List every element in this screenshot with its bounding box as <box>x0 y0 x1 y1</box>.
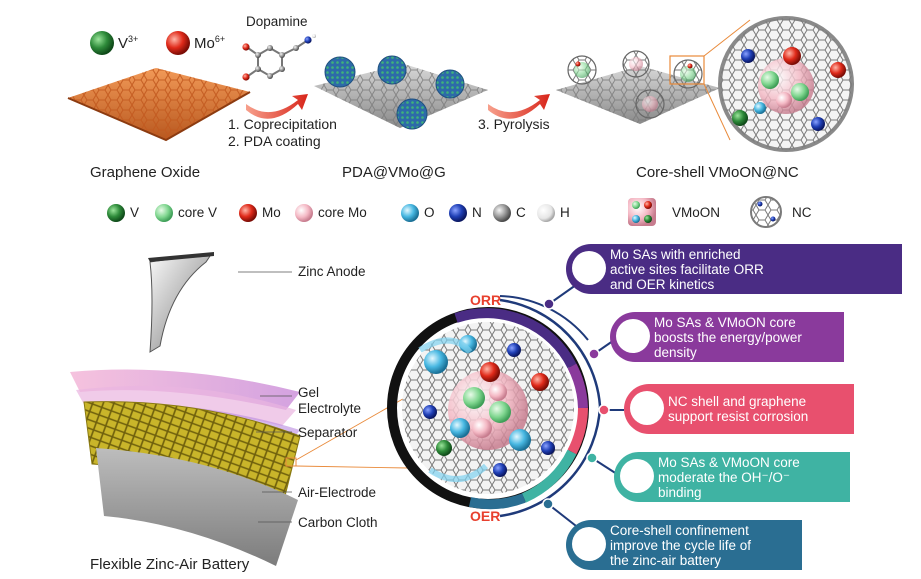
callout-3-text: NC shell and graphene support resist cor… <box>668 394 809 424</box>
vmoon-nc-sheet <box>556 19 751 141</box>
callout-2-text: Mo SAs & VMoON core boosts the energy/po… <box>654 314 802 360</box>
arrow-1 <box>246 94 308 119</box>
callout-4-marker <box>620 459 654 493</box>
callout-3: NC shell and graphene support resist cor… <box>624 384 854 434</box>
legend-nc: NC <box>792 205 812 220</box>
atom-legend-swatches <box>107 204 555 222</box>
layer-zinc-anode: Zinc Anode <box>298 264 366 279</box>
callout-3-marker <box>630 391 664 425</box>
legend-h: H <box>560 205 570 220</box>
legend-n: N <box>472 205 482 220</box>
step2-label: 2. PDA coating <box>228 133 321 149</box>
legend-v: V <box>130 205 140 220</box>
stage-pda-vmo-g: PDA@VMo@G <box>342 164 446 181</box>
callout-1: Mo SAs with enriched active sites facili… <box>566 244 902 294</box>
arrow-2 <box>488 94 550 119</box>
ion-mo-label: Mo6+ <box>194 34 226 52</box>
dopamine-label: Dopamine <box>246 14 308 29</box>
stage-graphene-oxide: Graphene Oxide <box>90 164 201 181</box>
pda-vmo-g-sheet <box>314 55 488 130</box>
large-nc-cage-top <box>718 16 854 152</box>
mechanism-ring <box>387 307 589 510</box>
step3-label: 3. Pyrolysis <box>478 116 550 132</box>
legend-mo: Mo <box>262 205 281 220</box>
layer-gel: Gel <box>298 385 320 400</box>
nc-legend-icon <box>750 196 782 228</box>
vmoon-legend-icon <box>628 198 656 226</box>
battery-caption: Flexible Zinc-Air Battery <box>90 556 250 573</box>
callout-1-marker <box>572 251 606 285</box>
callout-1-text: Mo SAs with enriched active sites facili… <box>610 246 764 292</box>
callout-5-text: Core-shell confinement improve the cycle… <box>610 522 752 568</box>
callout-4: Mo SAs & VMoON core moderate the OH⁻/O⁻ … <box>614 452 850 502</box>
callout-5-marker <box>572 527 606 561</box>
oer-label: OER <box>470 508 501 524</box>
layer-separator: Separator <box>298 425 358 440</box>
layer-electrolyte: Electrolyte <box>298 401 362 416</box>
legend-core-mo: core Mo <box>318 205 367 220</box>
orr-label: ORR <box>470 292 502 308</box>
callout-2-marker <box>616 319 650 353</box>
graphene-oxide-sheet <box>67 68 251 142</box>
legend-vmoon: VMoON <box>672 205 721 220</box>
layer-carbon-cloth: Carbon Cloth <box>298 515 378 530</box>
layer-air-electrode: Air-Electrode <box>298 485 377 500</box>
ion-v-label: V3+ <box>118 34 139 52</box>
callout-4-text: Mo SAs & VMoON core moderate the OH⁻/O⁻ … <box>658 454 800 500</box>
battery-stack <box>70 252 409 566</box>
legend-core-v: core V <box>178 205 218 220</box>
stage-vmoon-nc: Core-shell VMoON@NC <box>636 164 799 181</box>
step1-label: 1. Coprecipitation <box>228 116 337 132</box>
callout-2: Mo SAs & VMoON core boosts the energy/po… <box>610 312 844 362</box>
callout-5: Core-shell confinement improve the cycle… <box>566 520 802 570</box>
legend-c: C <box>516 205 526 220</box>
legend-o: O <box>424 205 435 220</box>
